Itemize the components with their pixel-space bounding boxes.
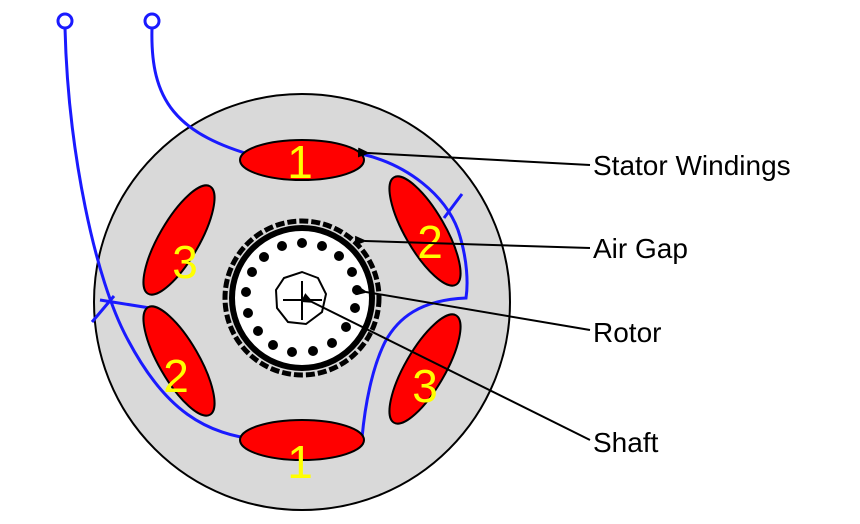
wire-link-1-to-2	[360, 152, 469, 439]
rotor-bars	[241, 238, 362, 357]
label-shaft: Shaft	[593, 427, 659, 458]
winding-upper-left	[142, 184, 216, 296]
wire-lead-right	[150, 27, 263, 160]
label-air-gap: Air Gap	[593, 233, 688, 264]
winding-number-lower-right: 3	[412, 360, 438, 412]
winding-bottom	[239, 419, 365, 461]
wire-tick-left-2	[99, 298, 151, 310]
leader-stator-windings	[357, 147, 591, 166]
label-stator-windings: Stator Windings	[593, 150, 791, 181]
leader-rotor	[355, 285, 591, 331]
winding-lower-left	[142, 305, 216, 417]
winding-number-bottom: 1	[287, 436, 313, 488]
terminal-left	[56, 12, 74, 30]
winding-lower-right	[388, 313, 462, 425]
leader-shaft	[300, 293, 591, 441]
stator-windings	[142, 139, 462, 461]
leader-air-gap	[354, 235, 591, 249]
wire-tick-right	[442, 193, 464, 219]
wires	[63, 27, 469, 442]
winding-number-top: 1	[287, 136, 313, 188]
callout-leaders	[300, 147, 591, 441]
label-rotor: Rotor	[593, 317, 661, 348]
winding-upper-right	[388, 175, 462, 287]
winding-number-upper-left: 3	[172, 236, 198, 288]
winding-number-lower-left: 2	[163, 350, 189, 402]
terminal-right	[143, 12, 161, 30]
air-gap-ring	[222, 218, 382, 378]
winding-top	[239, 139, 365, 181]
wire-lead-left	[63, 27, 263, 442]
